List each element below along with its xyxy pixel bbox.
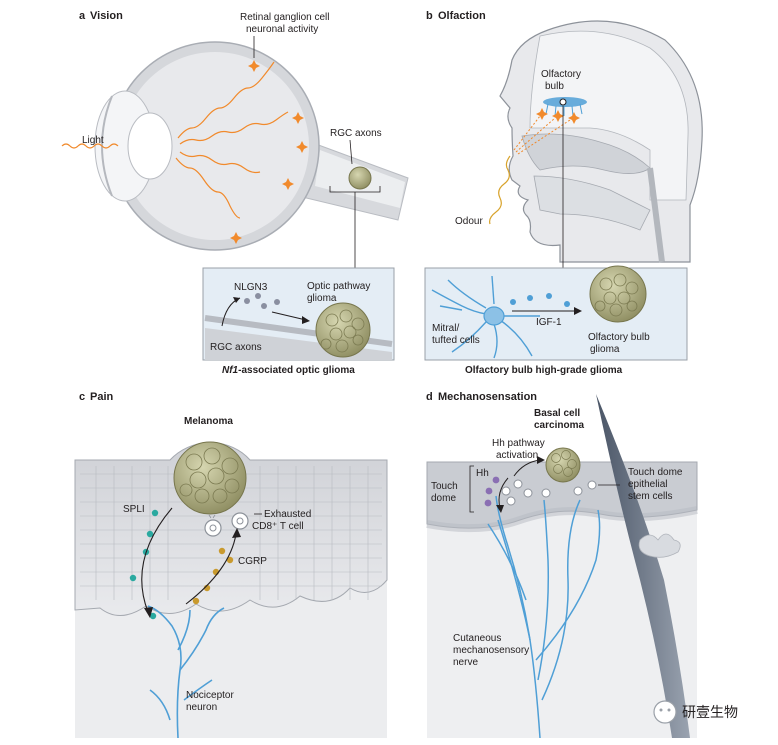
throat <box>647 167 665 263</box>
label-nociceptor-line1: Nociceptor <box>186 690 234 701</box>
rgc-activity-stars <box>230 60 308 244</box>
panel-a-letter: a <box>79 10 86 22</box>
arrow-cgrp <box>185 533 237 605</box>
caption-a-rest: -associated optic glioma <box>238 365 355 376</box>
label-odour: Odour <box>455 216 483 227</box>
label-spli: SPLI <box>123 504 145 515</box>
panel-a-title: Vision <box>90 10 123 22</box>
label-ob-glioma-line1: Olfactory bulb <box>588 332 650 343</box>
brain-region <box>529 30 689 201</box>
mitral-cell <box>431 275 540 359</box>
label-mitral-line1: Mitral/ <box>432 323 459 334</box>
sebaceous-gland <box>638 533 681 558</box>
label-nociceptor-line2: neuron <box>186 702 217 713</box>
inset-optic-glioma <box>202 267 395 361</box>
olfactory-bulb-glioma-tumor <box>589 265 647 323</box>
label-rgc-activity-line1: Retinal ganglion cell <box>240 12 330 23</box>
label-cutaneous-line3: nerve <box>453 657 478 668</box>
label-touch-dome-line2: dome <box>431 493 456 504</box>
panel-d-letter: d <box>426 391 433 403</box>
label-cutaneous-line1: Cutaneous <box>453 633 501 644</box>
nasal-cavity <box>521 133 651 174</box>
hair-shaft <box>596 394 690 738</box>
label-rgc-axons-top: RGC axons <box>330 128 382 139</box>
panel-c-title: Pain <box>90 391 114 403</box>
label-nlgn3: NLGN3 <box>234 282 268 293</box>
nociceptor-neuron <box>147 605 225 739</box>
touch-dome-bracket <box>469 465 474 513</box>
caption-a: Nf1-associated optic glioma <box>222 365 355 376</box>
label-bcc-line1: Basal cell <box>534 408 580 419</box>
touch-dome-cells <box>484 476 597 507</box>
panel-b-title: Olfaction <box>438 10 486 22</box>
caption-a-gene: Nf1 <box>222 365 239 376</box>
label-light: Light <box>82 135 104 146</box>
label-bcc-line2: carcinoma <box>534 420 584 431</box>
small-optic-tumor <box>348 166 372 190</box>
panel-c-pain: c Pain <box>74 391 388 739</box>
basal-cell-carcinoma-tumor <box>545 447 581 483</box>
panel-b-olfaction: b Olfaction <box>424 10 703 376</box>
eyeball <box>94 41 409 251</box>
rgc-axons-leader <box>349 139 353 165</box>
melanoma-tumor <box>173 441 247 515</box>
label-igf1: IGF-1 <box>536 317 562 328</box>
vitreous <box>121 52 309 240</box>
label-melanoma: Melanoma <box>184 416 233 427</box>
panel-d-title: Mechanosensation <box>438 391 537 403</box>
wechat-icon <box>653 700 677 724</box>
label-stem-line1: Touch dome <box>628 467 683 478</box>
cutaneous-nerve <box>487 495 601 739</box>
label-mitral-line2: tufted cells <box>432 335 480 346</box>
cd8-t-cells <box>204 512 249 537</box>
label-exhausted-line1: Exhausted <box>264 509 311 520</box>
panel-a-vision: a Vision Retinal ganglion cell <box>61 10 409 376</box>
inset-olfactory-glioma <box>424 265 688 361</box>
light-rays <box>61 61 289 219</box>
label-rgc-activity-line2: neuronal activity <box>246 24 318 35</box>
label-hh-pathway-line2: activation <box>496 450 538 461</box>
label-stem-line3: stem cells <box>628 491 672 502</box>
label-cutaneous-line2: mechanosensory <box>453 645 529 656</box>
label-touch-dome-line1: Touch <box>431 481 458 492</box>
caption-b: Olfactory bulb high-grade glioma <box>465 365 623 376</box>
label-exhausted-line2: CD8⁺ T cell <box>252 521 304 532</box>
label-stem-line2: epithelial <box>628 479 667 490</box>
label-hh-pathway-line1: Hh pathway <box>492 438 545 449</box>
label-rgc-axons-inset: RGC axons <box>210 342 262 353</box>
label-ob-glioma-line2: glioma <box>590 344 620 355</box>
panel-c-letter: c <box>79 391 85 403</box>
optic-pathway-glioma-tumor <box>315 302 371 358</box>
arrow-spli <box>141 507 173 613</box>
odour-wave <box>489 155 511 225</box>
label-olfactory-bulb-line1: Olfactory <box>541 69 581 80</box>
label-olfactory-bulb-line2: bulb <box>545 81 564 92</box>
lens <box>127 112 173 180</box>
head-profile <box>499 20 703 263</box>
panel-b-letter: b <box>426 10 433 22</box>
watermark-text: 研壹生物 <box>682 704 738 720</box>
spli-molecules <box>129 509 159 620</box>
olfactory-bulb-structure <box>513 97 587 155</box>
label-cgrp: CGRP <box>238 556 267 567</box>
label-optic-glioma-line2: glioma <box>307 293 337 304</box>
label-optic-glioma-line1: Optic pathway <box>307 281 370 292</box>
panel-d-mechanosensation: d Mechanosensation <box>426 391 698 739</box>
watermark: 研壹生物 <box>653 700 738 724</box>
label-hh: Hh <box>476 468 489 479</box>
